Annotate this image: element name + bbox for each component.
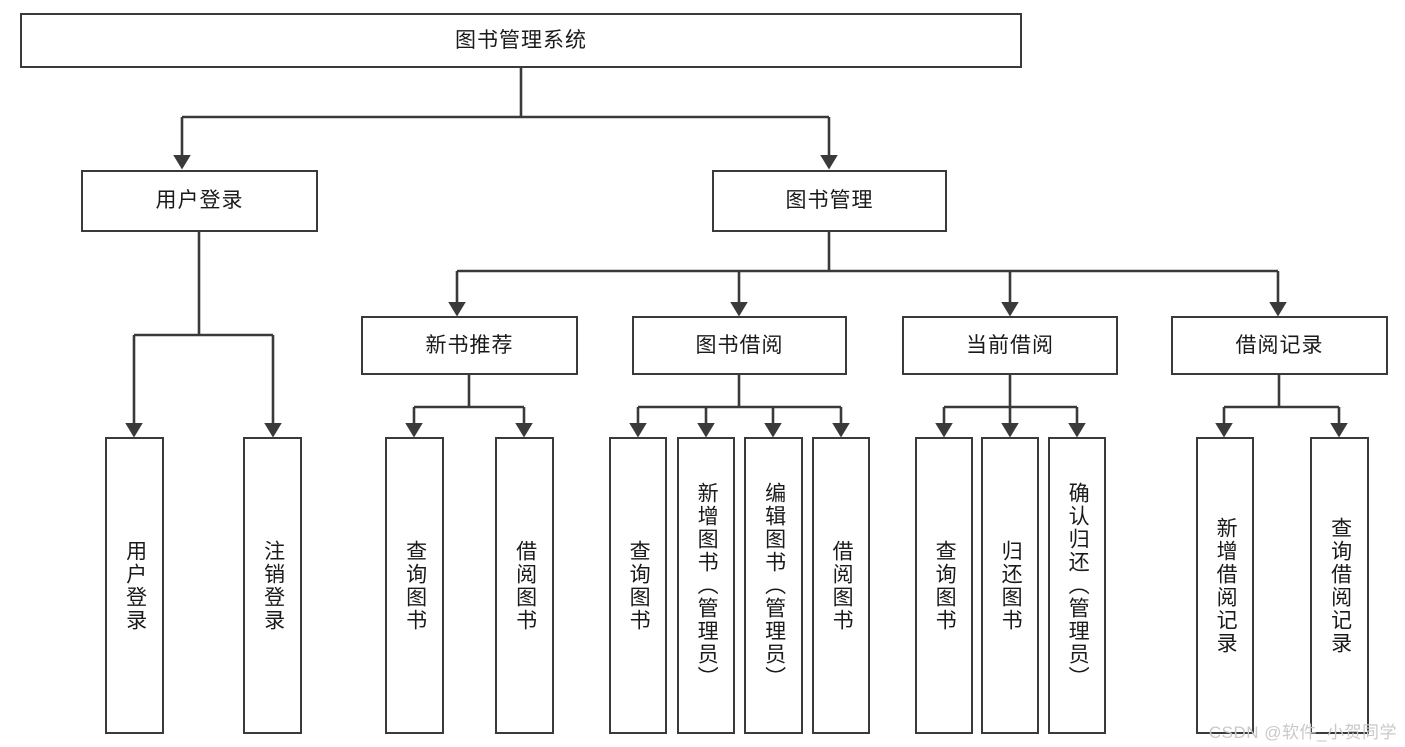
node-label: 新书推荐 (425, 333, 514, 357)
node-label: 图书管理系统 (455, 28, 587, 52)
node-leaf-borrow-query-book[interactable]: 查询图书 (609, 437, 667, 734)
node-label: 查询图书 (627, 539, 651, 632)
node-label: 新增图书（管理员） (695, 482, 719, 689)
node-label: 注销登录 (261, 539, 285, 632)
node-label: 图书借阅 (695, 333, 784, 357)
node-label: 查询图书 (933, 539, 957, 632)
node-leaf-current-confirm-return[interactable]: 确认归还（管理员） (1048, 437, 1106, 734)
node-label: 归还图书 (999, 539, 1023, 632)
node-label: 借阅记录 (1235, 333, 1324, 357)
node-leaf-record-add[interactable]: 新增借阅记录 (1196, 437, 1254, 734)
node-label: 新增借阅记录 (1214, 516, 1238, 655)
node-label: 查询图书 (403, 539, 427, 632)
node-leaf-current-query-book[interactable]: 查询图书 (915, 437, 973, 734)
node-leaf-borrow-edit-book[interactable]: 编辑图书（管理员） (744, 437, 803, 734)
node-book-borrow[interactable]: 图书借阅 (632, 316, 847, 375)
node-label: 图书管理 (785, 189, 874, 213)
node-leaf-recommend-query-book[interactable]: 查询图书 (385, 437, 444, 734)
node-leaf-borrow-borrow-book[interactable]: 借阅图书 (812, 437, 870, 734)
node-leaf-record-query[interactable]: 查询借阅记录 (1310, 437, 1369, 734)
node-label: 当前借阅 (966, 333, 1054, 357)
node-user-login[interactable]: 用户登录 (81, 170, 318, 232)
node-label: 确认归还（管理员） (1066, 482, 1090, 689)
node-label: 用户登录 (155, 189, 244, 213)
node-leaf-recommend-borrow-book[interactable]: 借阅图书 (495, 437, 554, 734)
node-leaf-user-logout[interactable]: 注销登录 (243, 437, 302, 734)
node-label: 查询借阅记录 (1328, 516, 1352, 655)
node-leaf-borrow-add-book[interactable]: 新增图书（管理员） (677, 437, 735, 734)
node-current-borrow[interactable]: 当前借阅 (902, 316, 1118, 375)
node-label: 借阅图书 (830, 539, 854, 632)
watermark: CSDN @软件_小贺同学 (1208, 723, 1397, 742)
node-borrow-record[interactable]: 借阅记录 (1171, 316, 1388, 375)
node-new-book-recommend[interactable]: 新书推荐 (361, 316, 578, 375)
node-leaf-current-return-book[interactable]: 归还图书 (981, 437, 1039, 734)
node-leaf-user-login[interactable]: 用户登录 (105, 437, 164, 734)
node-book-management[interactable]: 图书管理 (712, 170, 947, 232)
node-root-system[interactable]: 图书管理系统 (20, 13, 1022, 68)
node-label: 借阅图书 (513, 539, 537, 632)
node-label: 编辑图书（管理员） (762, 482, 786, 689)
node-label: 用户登录 (123, 539, 147, 632)
